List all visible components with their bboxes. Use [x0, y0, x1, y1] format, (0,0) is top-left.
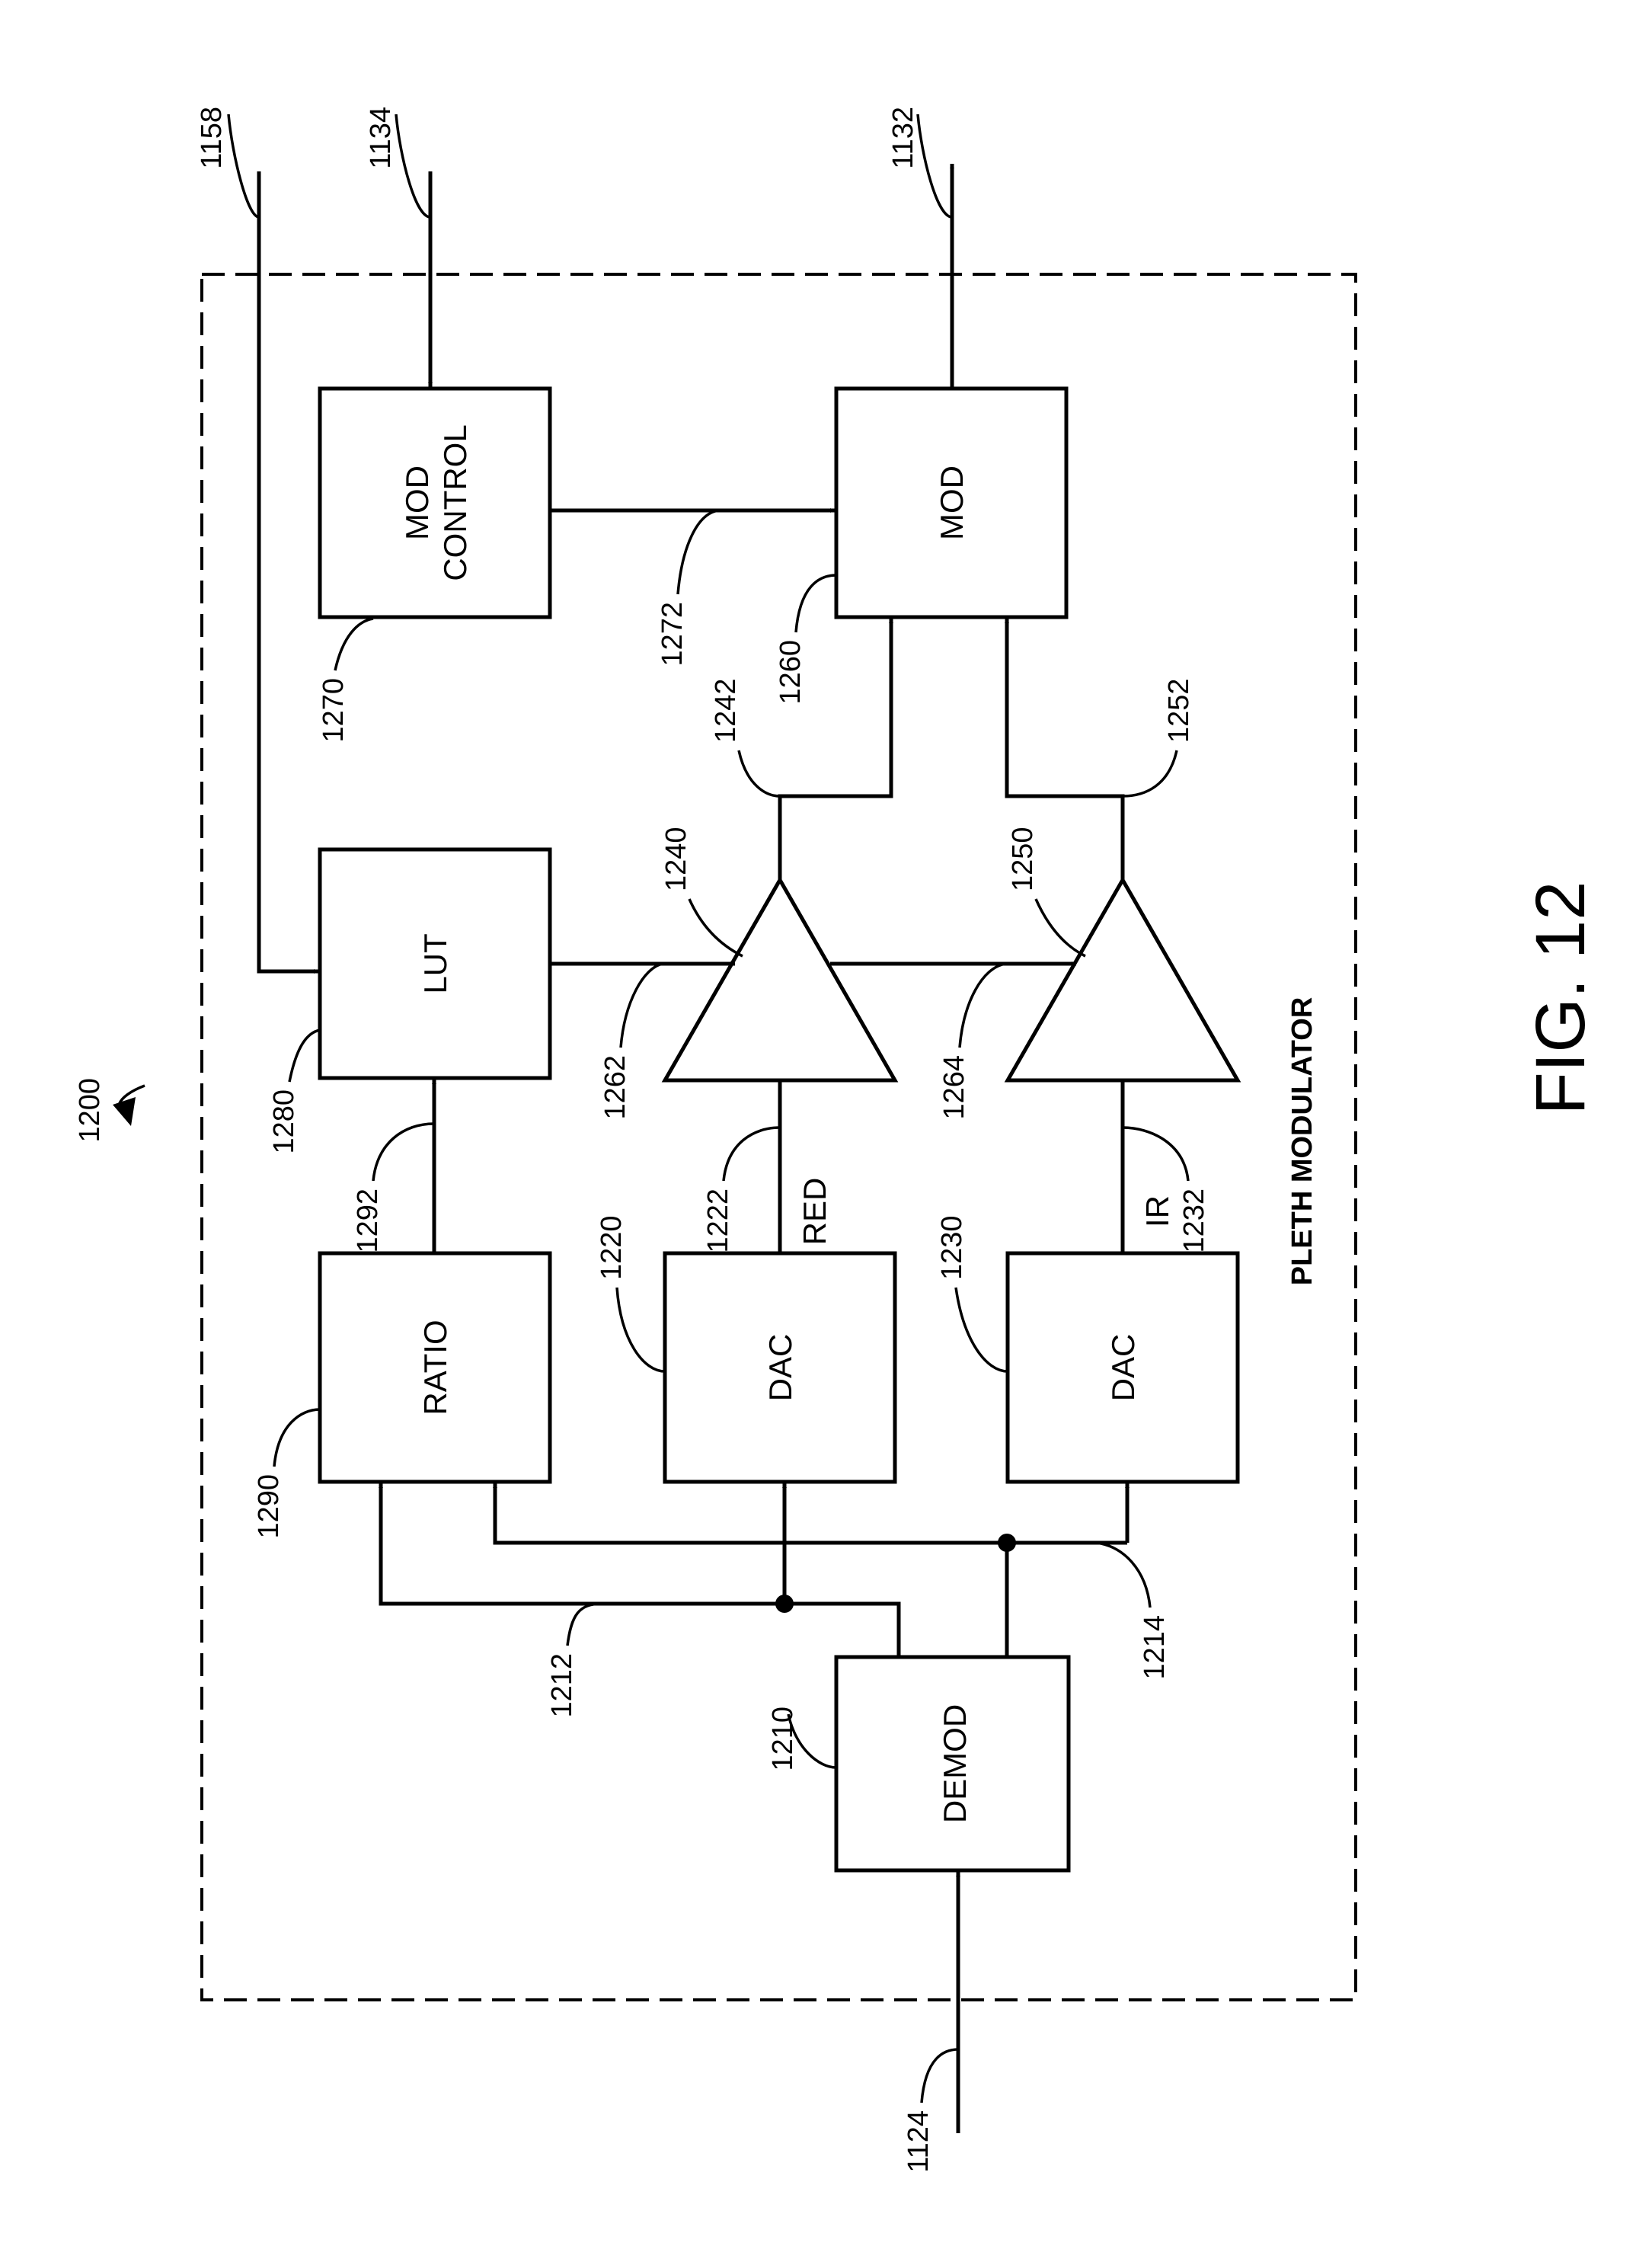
ref-1220: 1220: [596, 1215, 628, 1280]
leader-1222: [724, 1128, 780, 1181]
dac-ir-label: DAC: [1105, 1334, 1141, 1402]
ref-1242: 1242: [710, 678, 742, 743]
lut-block: LUT: [320, 849, 550, 1078]
leader-1272: [678, 510, 720, 594]
leader-1292: [373, 1124, 434, 1181]
ref-1210: 1210: [767, 1707, 799, 1771]
dac-red-label: DAC: [762, 1334, 798, 1402]
dac-ir-block: DAC: [1008, 1253, 1238, 1482]
mod-control-block: MOD CONTROL: [320, 389, 550, 617]
leader-1250: [1036, 899, 1085, 956]
red-signal-label: RED: [797, 1178, 832, 1246]
leader-1158: [228, 114, 259, 217]
ref-1132: 1132: [887, 107, 919, 169]
ref-1212: 1212: [546, 1653, 578, 1718]
leader-1242: [739, 750, 780, 796]
leader-1134: [396, 114, 430, 217]
junction-dot-1212: [775, 1595, 794, 1613]
ref-1262: 1262: [599, 1055, 631, 1120]
ir-signal-label: IR: [1139, 1195, 1175, 1227]
leader-1132: [918, 114, 952, 217]
amplifier-red: [665, 880, 895, 1080]
leader-1240: [689, 899, 743, 956]
leader-1230: [956, 1288, 1008, 1371]
module-title: PLETH MODULATOR: [1286, 997, 1318, 1286]
leader-1252: [1123, 750, 1177, 796]
mod-control-label-line1: MOD: [399, 465, 435, 540]
ref-1270: 1270: [318, 678, 350, 743]
ref-1230: 1230: [936, 1215, 968, 1280]
ref-1260: 1260: [775, 640, 807, 705]
ref-1290: 1290: [253, 1474, 285, 1539]
demod-bus-1212: [381, 1483, 899, 1657]
figure-caption: FIG. 12: [1522, 881, 1599, 1115]
ref-1200: 1200: [74, 1078, 106, 1143]
leader-1280: [289, 1030, 320, 1082]
lut-label: LUT: [417, 933, 453, 993]
ref-1124: 1124: [903, 2110, 935, 2173]
leader-1214: [1097, 1543, 1150, 1608]
leader-1264: [960, 964, 1005, 1048]
leader-1260: [796, 575, 836, 632]
ref-1222: 1222: [702, 1188, 734, 1253]
ref-1232: 1232: [1178, 1188, 1210, 1253]
mod-control-label-line2: CONTROL: [437, 424, 473, 581]
ref-1200-arrowhead: [113, 1097, 136, 1126]
demod-label: DEMOD: [937, 1704, 973, 1823]
dac-red-block: DAC: [665, 1253, 895, 1482]
mod-label: MOD: [934, 465, 970, 540]
ref-1134: 1134: [365, 107, 397, 169]
ref-1292: 1292: [352, 1188, 384, 1253]
ref-1214: 1214: [1139, 1615, 1171, 1680]
leader-1232: [1123, 1128, 1188, 1181]
leader-1212: [567, 1604, 602, 1646]
ratio-label: RATIO: [417, 1320, 453, 1415]
leader-1290: [274, 1409, 320, 1467]
ref-1264: 1264: [938, 1055, 970, 1120]
ref-1158: 1158: [196, 107, 228, 169]
junction-dot-1214: [998, 1534, 1016, 1552]
leader-1262: [621, 964, 663, 1048]
leader-1220: [617, 1288, 665, 1371]
ref-1240: 1240: [660, 827, 692, 891]
leader-1124: [922, 2049, 958, 2103]
ratio-block: RATIO: [320, 1253, 550, 1482]
leader-1270: [335, 619, 373, 670]
demod-block: DEMOD: [836, 1657, 1069, 1870]
ref-1250: 1250: [1007, 827, 1039, 891]
demod-bus-1214: [495, 1483, 1007, 1657]
ref-1252: 1252: [1163, 678, 1195, 743]
ref-1280: 1280: [268, 1089, 300, 1154]
mod-block: MOD: [836, 389, 1066, 617]
ref-1272: 1272: [657, 602, 689, 667]
lut-input-line-1158: [259, 171, 318, 971]
